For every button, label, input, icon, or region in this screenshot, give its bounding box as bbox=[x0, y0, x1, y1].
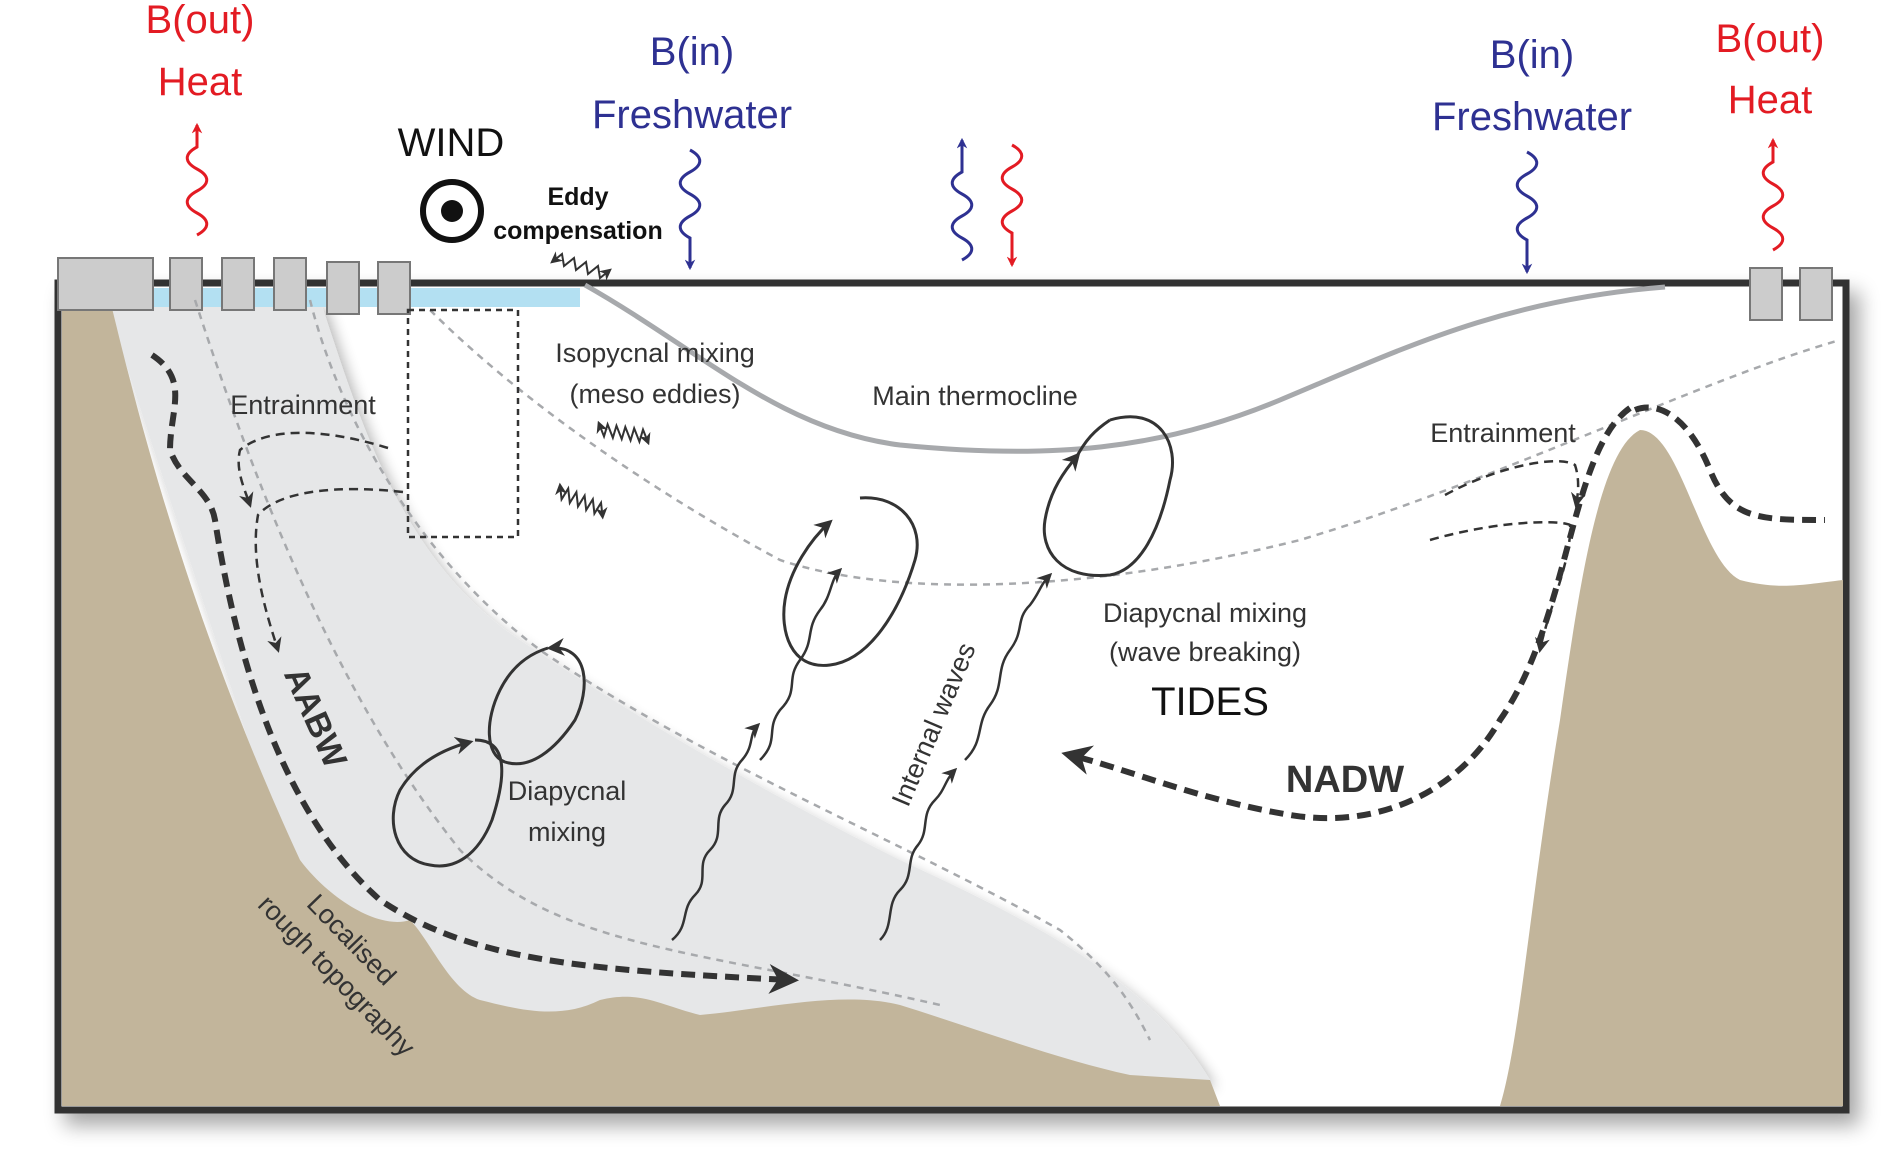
freshwater-right-label-2: Freshwater bbox=[1432, 95, 1632, 139]
diapycnal-label-1: Diapycnal bbox=[508, 776, 627, 806]
heat-left-label-1: B(out) bbox=[146, 0, 255, 42]
heat-right-label-1: B(out) bbox=[1716, 17, 1825, 61]
nadw-label: NADW bbox=[1286, 759, 1404, 801]
heat-right-label-2: Heat bbox=[1728, 78, 1813, 122]
eddy-label-2: compensation bbox=[493, 217, 662, 245]
entrainment-left-label: Entrainment bbox=[230, 390, 376, 420]
diapycnal-label-2: mixing bbox=[528, 817, 606, 847]
right-seafloor bbox=[1215, 430, 1843, 1106]
eddy-label-1: Eddy bbox=[547, 183, 608, 211]
meso-eddy-arrows bbox=[550, 251, 651, 520]
left-seafloor bbox=[62, 300, 1220, 1106]
ice-blocks-right bbox=[1749, 267, 1833, 321]
freshwater-arrows bbox=[678, 137, 1539, 275]
freshwater-right-label-1: B(in) bbox=[1490, 33, 1574, 77]
diapycnal-wave-label-1: Diapycnal mixing bbox=[1103, 598, 1307, 628]
entrainment-right-arrows bbox=[1429, 460, 1586, 653]
freshwater-left-label-1: B(in) bbox=[650, 30, 734, 74]
ridge-flow-path bbox=[1633, 404, 1826, 523]
freshwater-left-label-2: Freshwater bbox=[592, 93, 792, 137]
entrainment-left-arrows bbox=[237, 431, 404, 653]
entrainment-right-label: Entrainment bbox=[1430, 418, 1576, 448]
heat-left-label-2: Heat bbox=[158, 60, 243, 104]
main-thermocline-line bbox=[583, 282, 1666, 454]
isopycnal-label-1: Isopycnal mixing bbox=[555, 338, 755, 368]
diapycnal-wave-label-2: (wave breaking) bbox=[1109, 637, 1301, 667]
wind-out-of-page-icon bbox=[420, 179, 484, 243]
ice-blocks-left bbox=[57, 257, 411, 315]
deep-water-mass bbox=[105, 300, 1210, 1080]
study-box bbox=[406, 308, 520, 539]
wind-label: WIND bbox=[398, 121, 505, 165]
isopycnal-label-2: (meso eddies) bbox=[569, 379, 740, 409]
main-thermocline-label: Main thermocline bbox=[872, 381, 1078, 411]
internal-wave-squiggles bbox=[671, 567, 1053, 941]
tides-label: TIDES bbox=[1151, 680, 1269, 724]
circulation-loop-icon bbox=[391, 415, 1174, 868]
aabw-flow-path bbox=[150, 352, 799, 994]
heat-arrows bbox=[185, 122, 1785, 268]
